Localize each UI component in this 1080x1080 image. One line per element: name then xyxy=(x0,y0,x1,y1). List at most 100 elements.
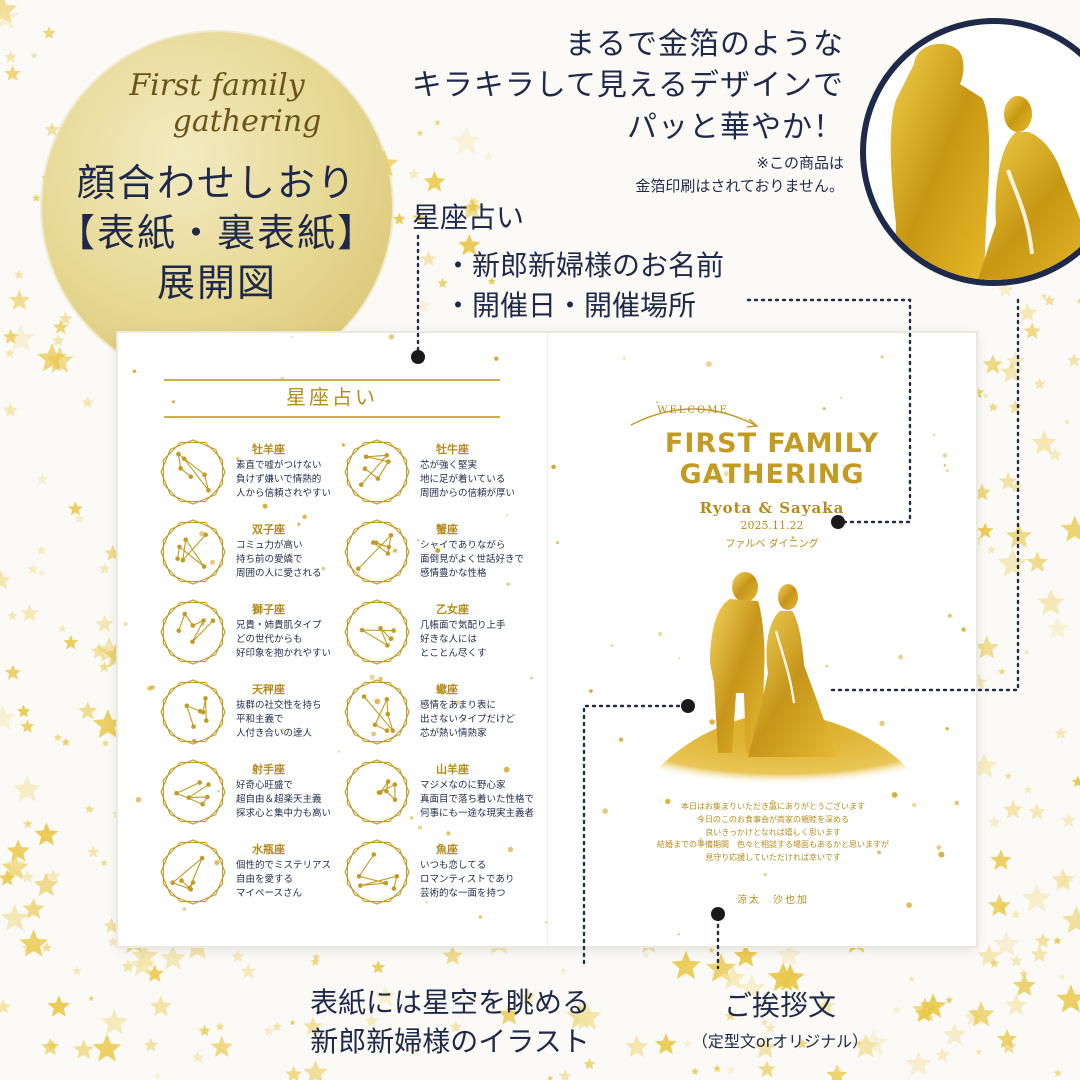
background-star xyxy=(49,124,56,131)
background-star xyxy=(6,839,30,862)
background-star xyxy=(4,50,18,63)
gold-dot xyxy=(388,334,395,340)
gold-dot xyxy=(891,792,898,798)
background-star xyxy=(1010,909,1021,919)
zodiac-emblem-icon xyxy=(344,759,410,825)
callout-names: ・新郎新婦様のお名前 xyxy=(444,249,725,282)
gold-dot xyxy=(840,396,843,399)
background-star xyxy=(103,917,120,933)
background-star xyxy=(1056,984,1080,1013)
zodiac-sign-name: 獅子座 xyxy=(252,603,285,616)
background-star xyxy=(1037,588,1065,615)
zodiac-sign-card: 射手座好奇心旺盛で 超自由＆超楽天主義 探求心と集中力も高い xyxy=(156,759,356,841)
background-star xyxy=(0,3,19,30)
background-star xyxy=(149,995,172,1017)
background-star xyxy=(27,563,39,574)
background-star xyxy=(263,1025,275,1036)
background-star xyxy=(466,200,479,213)
background-star xyxy=(303,1060,328,1080)
feature-line2: キラキラして見えるデザインで xyxy=(411,68,844,104)
zodiac-sign-name: 双子座 xyxy=(252,523,285,536)
background-star xyxy=(1066,353,1080,367)
background-star xyxy=(853,1033,879,1058)
gold-dot xyxy=(435,548,441,553)
gold-dot xyxy=(677,933,680,936)
callout-horoscope: 星座占い xyxy=(412,201,525,234)
gold-dot xyxy=(822,407,826,411)
background-star xyxy=(1030,945,1049,963)
gold-dot xyxy=(879,720,885,727)
zodiac-sign-name: 山羊座 xyxy=(436,763,469,776)
zodiac-sign-card: 双子座コミュ力が高い 持ち前の愛嬌で 周囲の人に愛される xyxy=(156,519,356,601)
background-star xyxy=(100,859,108,866)
zodiac-sign-description: マジメなのに野心家 真面目で落ち着いた性格で 何事にも一途な現実主義者 xyxy=(420,780,535,819)
background-star xyxy=(974,635,999,659)
background-star xyxy=(559,967,568,975)
couple-closeup-illustration xyxy=(890,43,1080,280)
background-star xyxy=(58,624,67,633)
background-star xyxy=(1053,936,1062,945)
background-star xyxy=(53,732,63,742)
background-star xyxy=(68,501,83,516)
zodiac-emblem-icon xyxy=(160,839,226,905)
background-star xyxy=(915,1004,934,1022)
gold-dot xyxy=(545,921,547,924)
background-star xyxy=(1054,872,1075,892)
background-star xyxy=(497,1003,521,1025)
gold-dot xyxy=(454,700,460,706)
badge-title-line2: 【表紙・裏表紙】 xyxy=(56,211,377,256)
background-star xyxy=(826,1064,848,1080)
gold-dot xyxy=(290,336,293,339)
background-star xyxy=(415,297,431,313)
zodiac-sign-name: 射手座 xyxy=(252,763,285,776)
gold-dot xyxy=(938,851,945,858)
gold-dot xyxy=(709,719,715,725)
callout-greeting: ご挨拶文 （定型文orオリジナル） xyxy=(660,984,900,1052)
gold-dot xyxy=(369,674,375,681)
callout-date-place: ・開催日・開催場所 xyxy=(444,289,697,322)
background-star xyxy=(310,957,320,966)
background-star xyxy=(20,719,35,733)
zodiac-emblem-icon xyxy=(160,679,226,745)
background-star xyxy=(733,943,758,967)
background-star xyxy=(408,167,421,180)
gold-dot xyxy=(507,846,514,853)
background-star xyxy=(95,636,123,663)
background-star xyxy=(420,250,437,267)
gold-dot xyxy=(281,728,285,732)
background-star xyxy=(1031,430,1057,455)
zodiac-sign-description: 芯が強く堅実 地に足が着いている 周囲からの信頼が厚い xyxy=(420,460,516,499)
background-star xyxy=(547,1075,554,1080)
background-star xyxy=(487,277,496,285)
background-star xyxy=(22,897,45,919)
background-star xyxy=(85,804,95,814)
background-star xyxy=(104,544,121,561)
background-star xyxy=(87,845,100,858)
background-star xyxy=(934,1047,950,1062)
background-star xyxy=(5,854,26,874)
background-star xyxy=(796,1038,808,1049)
feature-line3: パッと華やか！ xyxy=(627,109,844,145)
feature-line1: まるで金箔のような xyxy=(565,27,844,62)
background-star xyxy=(708,947,715,953)
background-star xyxy=(53,319,69,334)
zodiac-sign-card: 蟹座シャイでありながら 面倒見がよく世話好きで 感情豊かな性格 xyxy=(340,519,540,601)
background-star xyxy=(73,1039,94,1059)
cover-title-line1: FIRST FAMILY xyxy=(664,428,880,459)
background-star xyxy=(1021,883,1052,912)
gold-dot xyxy=(678,657,681,660)
zodiac-sign-description: いつも恋してる ロマンティストであり 芸術的な一面を持つ xyxy=(420,860,515,899)
background-star xyxy=(987,545,996,554)
background-star xyxy=(22,819,33,829)
background-star xyxy=(1053,1068,1063,1077)
background-star xyxy=(1033,377,1046,390)
script-title-line1: First family xyxy=(129,68,305,103)
background-star xyxy=(1051,868,1075,890)
background-star xyxy=(13,269,25,280)
gold-dot xyxy=(589,689,593,693)
background-star xyxy=(642,951,650,958)
gold-dot xyxy=(506,582,511,586)
background-star xyxy=(92,709,123,738)
greeting-signature: 涼太 沙也加 xyxy=(737,895,809,906)
background-star xyxy=(967,1001,995,1027)
